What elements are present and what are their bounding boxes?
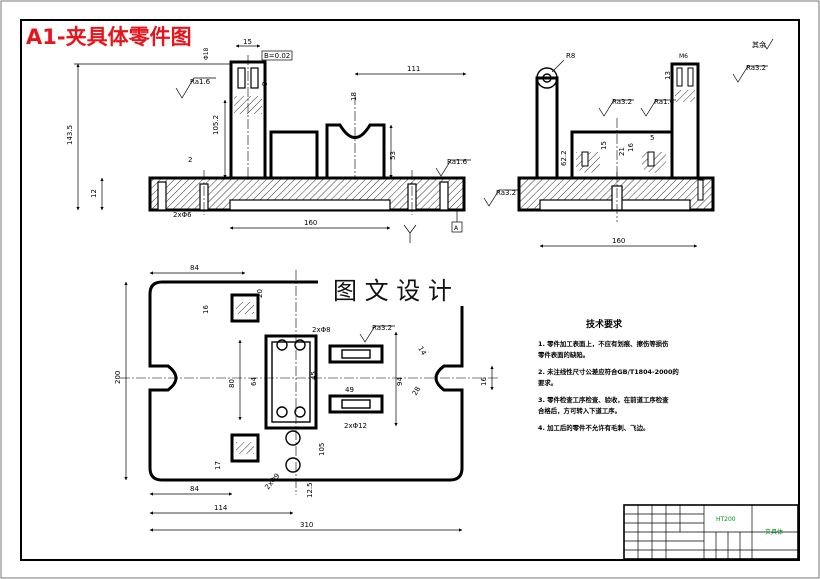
svg-text:12: 12 (90, 189, 98, 198)
title-block-name: 夹具体 (765, 528, 783, 536)
svg-text:15: 15 (600, 141, 608, 150)
svg-text:143.5: 143.5 (66, 125, 74, 145)
svg-text:2xΦ6: 2xΦ6 (173, 211, 192, 219)
inner-frame (20, 19, 800, 561)
svg-text:53: 53 (389, 151, 397, 160)
svg-text:310: 310 (300, 521, 313, 529)
svg-text:13: 13 (664, 71, 672, 80)
tech-req-line-1: 1. 零件加工表面上，不应有划痕、擦伤等损伤 (538, 339, 669, 348)
svg-text:84: 84 (190, 485, 199, 493)
svg-text:15: 15 (243, 38, 252, 46)
plan-view: 84 20 16 200 2xΦ8 Ra3.2 80 64 94 45 49 1… (114, 264, 500, 532)
svg-text:200: 200 (114, 371, 122, 384)
svg-text:45: 45 (310, 371, 318, 380)
svg-text:2xΦ12: 2xΦ12 (344, 422, 367, 430)
svg-text:14: 14 (416, 345, 428, 357)
svg-text:105: 105 (318, 443, 326, 456)
surface-finish-note: 其余 (752, 40, 766, 49)
svg-text:Ra1.6: Ra1.6 (447, 158, 468, 166)
watermark-text: 图 文 设 计 (333, 277, 452, 305)
svg-text:2: 2 (188, 156, 192, 164)
svg-text:9: 9 (261, 82, 269, 86)
tech-req-line-3: 2. 未注线性尺寸公差应符合GB/T1804-2000的 (538, 367, 679, 376)
svg-text:105.2: 105.2 (212, 115, 220, 135)
svg-text:Ra3.2: Ra3.2 (372, 324, 392, 332)
drawing-title: A1-夹具体零件图 (26, 25, 192, 49)
front-view: 15 Φ18 B=0.02 9 105.2 143.5 111 18 53 2 … (66, 38, 519, 243)
svg-text:20: 20 (256, 289, 264, 298)
svg-text:16: 16 (202, 305, 210, 314)
svg-text:5: 5 (650, 134, 654, 142)
svg-text:84: 84 (190, 264, 199, 272)
svg-text:2xΦ9: 2xΦ9 (263, 472, 281, 491)
tech-requirements: 技术要求 1. 零件加工表面上，不应有划痕、擦伤等损伤 零件表面的缺陷。 2. … (537, 318, 679, 432)
svg-text:Ra1.6: Ra1.6 (654, 98, 675, 106)
svg-text:17: 17 (214, 461, 222, 470)
svg-text:R8: R8 (566, 52, 575, 60)
svg-text:111: 111 (407, 65, 420, 73)
tech-req-line-7: 4. 加工后的零件不允许有毛刺、飞边。 (538, 423, 649, 432)
svg-text:21: 21 (618, 147, 626, 156)
tech-req-heading: 技术要求 (586, 318, 623, 330)
title-block-material: HT200 (716, 516, 736, 523)
svg-text:62.2: 62.2 (560, 150, 568, 166)
svg-text:M6: M6 (679, 53, 688, 60)
svg-text:28: 28 (411, 385, 422, 397)
svg-text:Ra3.2: Ra3.2 (746, 64, 766, 72)
tech-req-line-4: 要求。 (538, 378, 557, 387)
side-view: R8 M6 13 Ra3.2 Ra3.2 Ra1.6 15 62.2 16 21… (517, 52, 768, 248)
tech-req-line-6: 合格后，方可转入下道工序。 (537, 406, 621, 415)
tech-req-line-2: 零件表面的缺陷。 (537, 350, 589, 359)
svg-text:16: 16 (480, 377, 488, 386)
front-base-slot (229, 199, 391, 211)
svg-text:64: 64 (250, 377, 258, 386)
surface-finish-symbol (763, 38, 774, 50)
svg-text:Ra1.6: Ra1.6 (190, 78, 211, 86)
svg-text:160: 160 (304, 219, 317, 227)
svg-text:94: 94 (396, 377, 404, 386)
svg-text:80: 80 (228, 379, 236, 388)
svg-text:Ra3.2: Ra3.2 (496, 189, 516, 197)
svg-text:16: 16 (627, 143, 635, 152)
front-left-hole (157, 181, 167, 211)
svg-text:160: 160 (612, 237, 625, 245)
svg-text:12.5: 12.5 (306, 482, 314, 498)
svg-text:Φ18: Φ18 (203, 47, 210, 60)
title-block: HT200 夹具体 (623, 504, 799, 560)
plan-outline (148, 280, 464, 482)
svg-text:A: A (454, 225, 459, 232)
svg-text:49: 49 (345, 386, 354, 394)
svg-text:114: 114 (214, 504, 228, 512)
svg-text:2xΦ8: 2xΦ8 (312, 326, 331, 334)
watermark-bg (318, 272, 494, 306)
svg-text:18: 18 (350, 92, 358, 101)
svg-text:B=0.02: B=0.02 (264, 52, 290, 60)
tech-req-line-5: 3. 零件检查工序检查、验收，在前道工序检查 (538, 395, 669, 404)
svg-text:Ra3.2: Ra3.2 (612, 98, 632, 106)
